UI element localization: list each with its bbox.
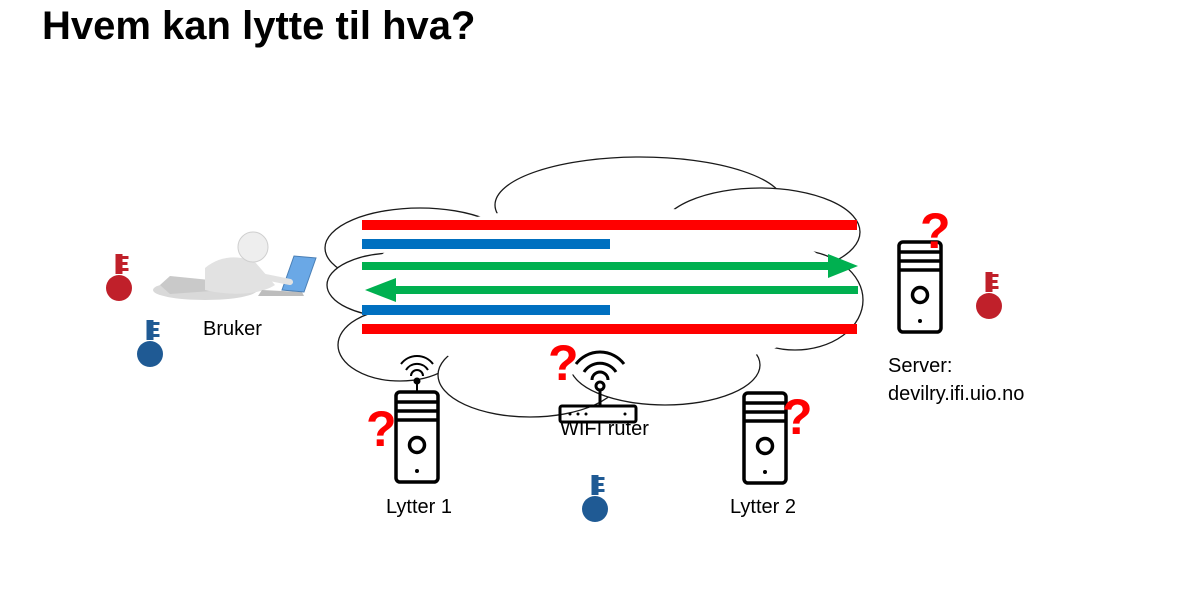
router-label: WIFI ruter <box>560 418 649 440</box>
server-icon <box>394 390 440 484</box>
question-mark-server: ? <box>920 203 951 259</box>
server-icon <box>742 391 788 485</box>
red-line-top <box>362 220 857 230</box>
question-mark-listener1: ? <box>366 401 397 457</box>
question-mark-router: ? <box>548 335 579 391</box>
green-arrow-right <box>362 254 858 278</box>
router-icon <box>558 350 638 424</box>
key-icon <box>106 254 132 301</box>
server-label: Server: devilry.ifi.uio.no <box>888 352 1024 408</box>
server-label-line1: Server: <box>888 355 953 377</box>
wifi-icon <box>400 355 434 392</box>
user-label: Bruker <box>203 318 262 340</box>
listener2-label: Lytter 2 <box>730 496 796 518</box>
question-mark-listener2: ? <box>782 389 813 445</box>
key-icon <box>582 475 608 522</box>
key-icon <box>137 320 163 367</box>
blue-line-top <box>362 239 610 249</box>
page-title: Hvem kan lytte til hva? <box>42 4 476 48</box>
person-laptop-icon <box>153 231 317 300</box>
server-label-line2: devilry.ifi.uio.no <box>888 383 1025 405</box>
green-arrow-left <box>365 278 858 302</box>
red-line-bottom <box>362 324 857 334</box>
blue-line-bottom <box>362 305 610 315</box>
key-icon <box>976 272 1002 319</box>
listener1-label: Lytter 1 <box>386 496 452 518</box>
